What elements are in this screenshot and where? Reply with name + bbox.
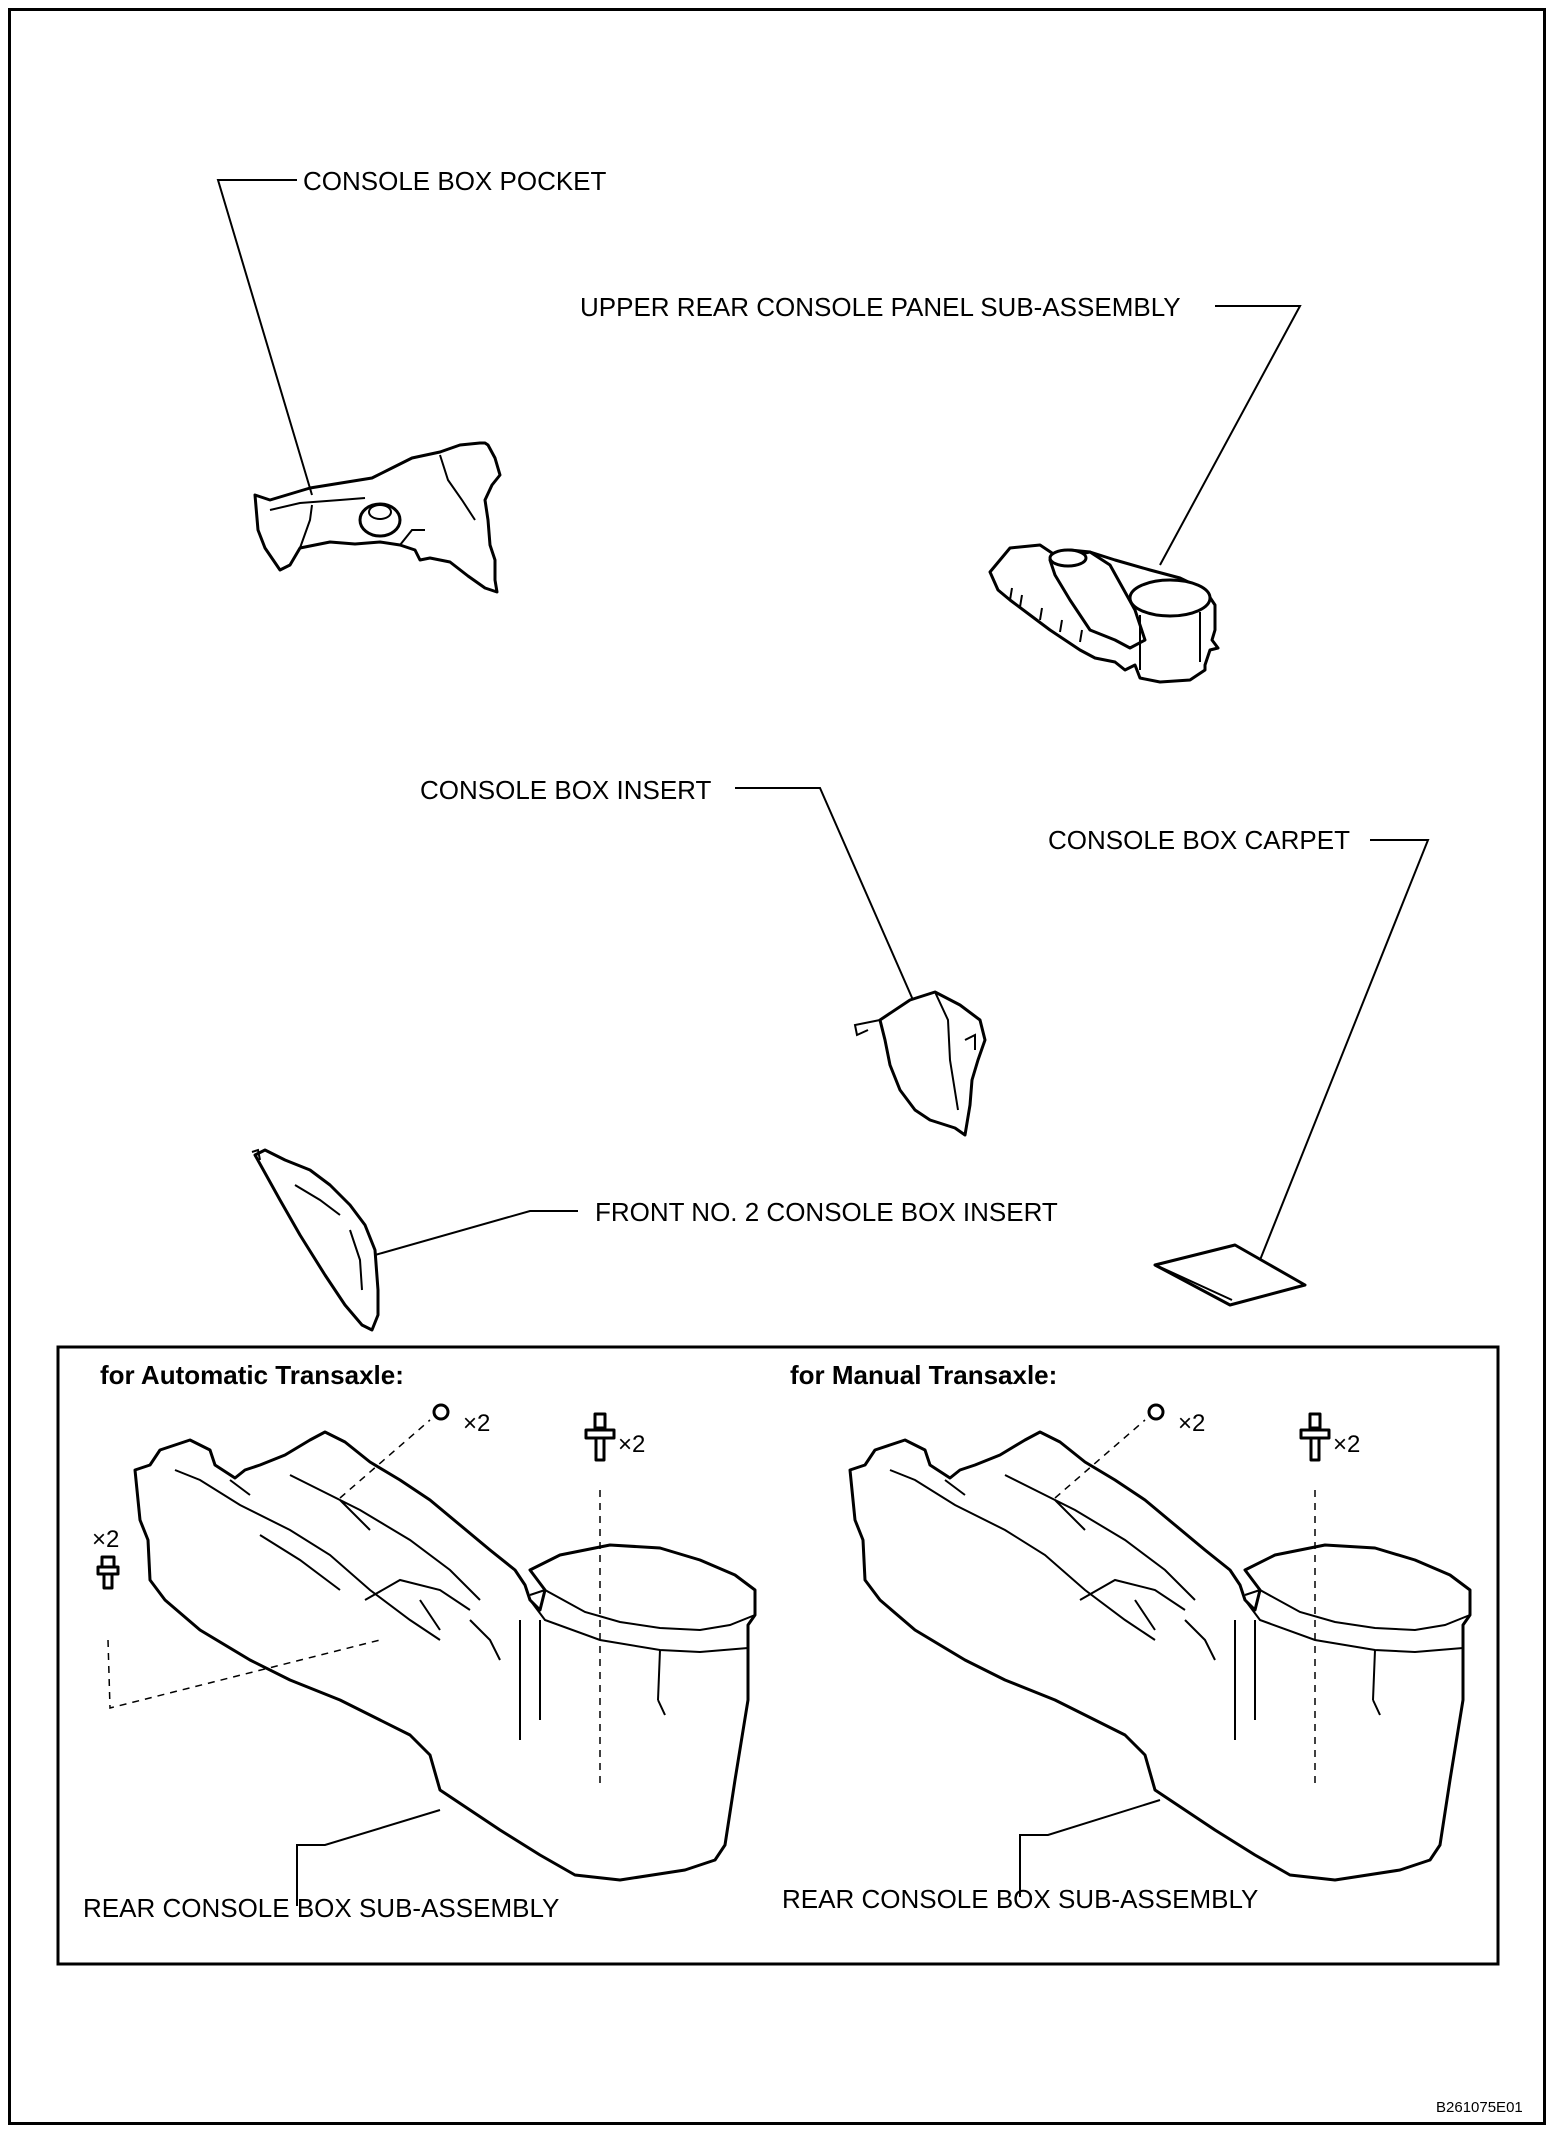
diagram-frame xyxy=(8,8,1546,2125)
console-box-pocket-leader xyxy=(216,179,313,496)
console-box-carpet-leader xyxy=(1259,839,1430,1261)
qty-manual-bolt: ×2 xyxy=(1333,1431,1361,1458)
label-upper-rear-console-panel: UPPER REAR CONSOLE PANEL SUB-ASSEMBLY xyxy=(580,292,1181,322)
console-box-carpet-drawing xyxy=(1153,1243,1307,1307)
rear-console-box-manual-drawing xyxy=(848,1430,1472,1882)
rear-console-box-automatic-fasteners xyxy=(96,1403,616,1785)
label-rear-console-box-automatic: REAR CONSOLE BOX SUB-ASSEMBLY xyxy=(83,1893,560,1923)
qty-automatic-clip: ×2 xyxy=(463,1410,491,1437)
label-console-box-insert: CONSOLE BOX INSERT xyxy=(420,775,712,805)
qty-automatic-screw: ×2 xyxy=(92,1526,120,1553)
rear-console-box-automatic-leader xyxy=(296,1809,441,1906)
front-no2-console-box-insert-drawing xyxy=(251,1148,380,1332)
heading-manual-transaxle: for Manual Transaxle: xyxy=(790,1360,1058,1390)
label-console-box-carpet: CONSOLE BOX CARPET xyxy=(1048,825,1350,855)
label-console-box-pocket: CONSOLE BOX POCKET xyxy=(303,166,607,196)
heading-automatic-transaxle: for Automatic Transaxle: xyxy=(100,1360,404,1390)
rear-console-box-automatic-drawing xyxy=(133,1430,757,1882)
console-box-pocket-drawing xyxy=(253,441,502,594)
rear-console-box-manual-fasteners xyxy=(1054,1403,1331,1785)
qty-automatic-bolt: ×2 xyxy=(618,1431,646,1458)
upper-rear-console-panel-leader xyxy=(1159,305,1302,566)
upper-rear-console-panel-drawing xyxy=(988,543,1220,684)
front-no2-console-box-insert-leader xyxy=(374,1210,578,1256)
label-front-no2-console-box-insert: FRONT NO. 2 CONSOLE BOX INSERT xyxy=(595,1197,1058,1227)
qty-manual-clip: ×2 xyxy=(1178,1410,1206,1437)
reference-code: B261075E01 xyxy=(1436,2099,1523,2116)
console-box-insert-leader xyxy=(735,787,914,1001)
console-box-insert-drawing xyxy=(853,990,987,1137)
label-rear-console-box-manual: REAR CONSOLE BOX SUB-ASSEMBLY xyxy=(782,1884,1259,1914)
rear-console-box-manual-leader xyxy=(1019,1799,1161,1897)
transaxle-variants-box xyxy=(56,1345,1500,1966)
